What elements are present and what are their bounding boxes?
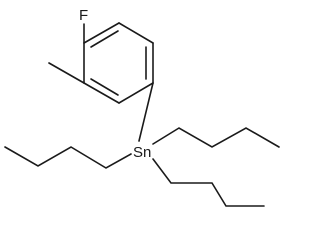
chemical-structure-diagram: F Sn [4, 7, 280, 207]
butyl-chain-bottom [152, 158, 265, 207]
tin-atom-label: Sn [133, 144, 151, 161]
fluorine-atom-label: F [79, 7, 88, 24]
butyl-chain-left [4, 146, 132, 169]
aryl-tin-bond [138, 82, 154, 142]
benzene-ring [83, 22, 154, 104]
butyl-chain-right [152, 127, 280, 148]
methyl-bond [48, 62, 85, 84]
